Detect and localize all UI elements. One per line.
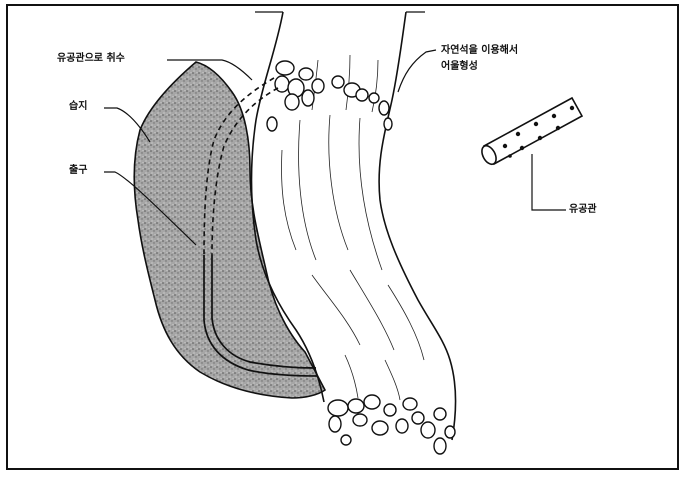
stream-right-bank: [379, 12, 456, 440]
stream-flow-lines: [282, 55, 424, 400]
lower-rock-weir: [328, 395, 455, 454]
label-weir-line1: 자연석을 이용해서: [441, 44, 518, 58]
label-wetland: 습지: [69, 100, 87, 114]
label-intake: 유공관으로 취수: [57, 52, 125, 66]
wetland-area: [134, 62, 325, 398]
leader-weir: [398, 50, 436, 92]
label-outlet: 출구: [69, 164, 87, 178]
leader-pipe: [532, 154, 566, 210]
label-weir-line2: 어울형성: [441, 60, 478, 74]
label-perforated-pipe: 유공관: [569, 203, 597, 217]
perforated-pipe-icon: [479, 98, 582, 167]
